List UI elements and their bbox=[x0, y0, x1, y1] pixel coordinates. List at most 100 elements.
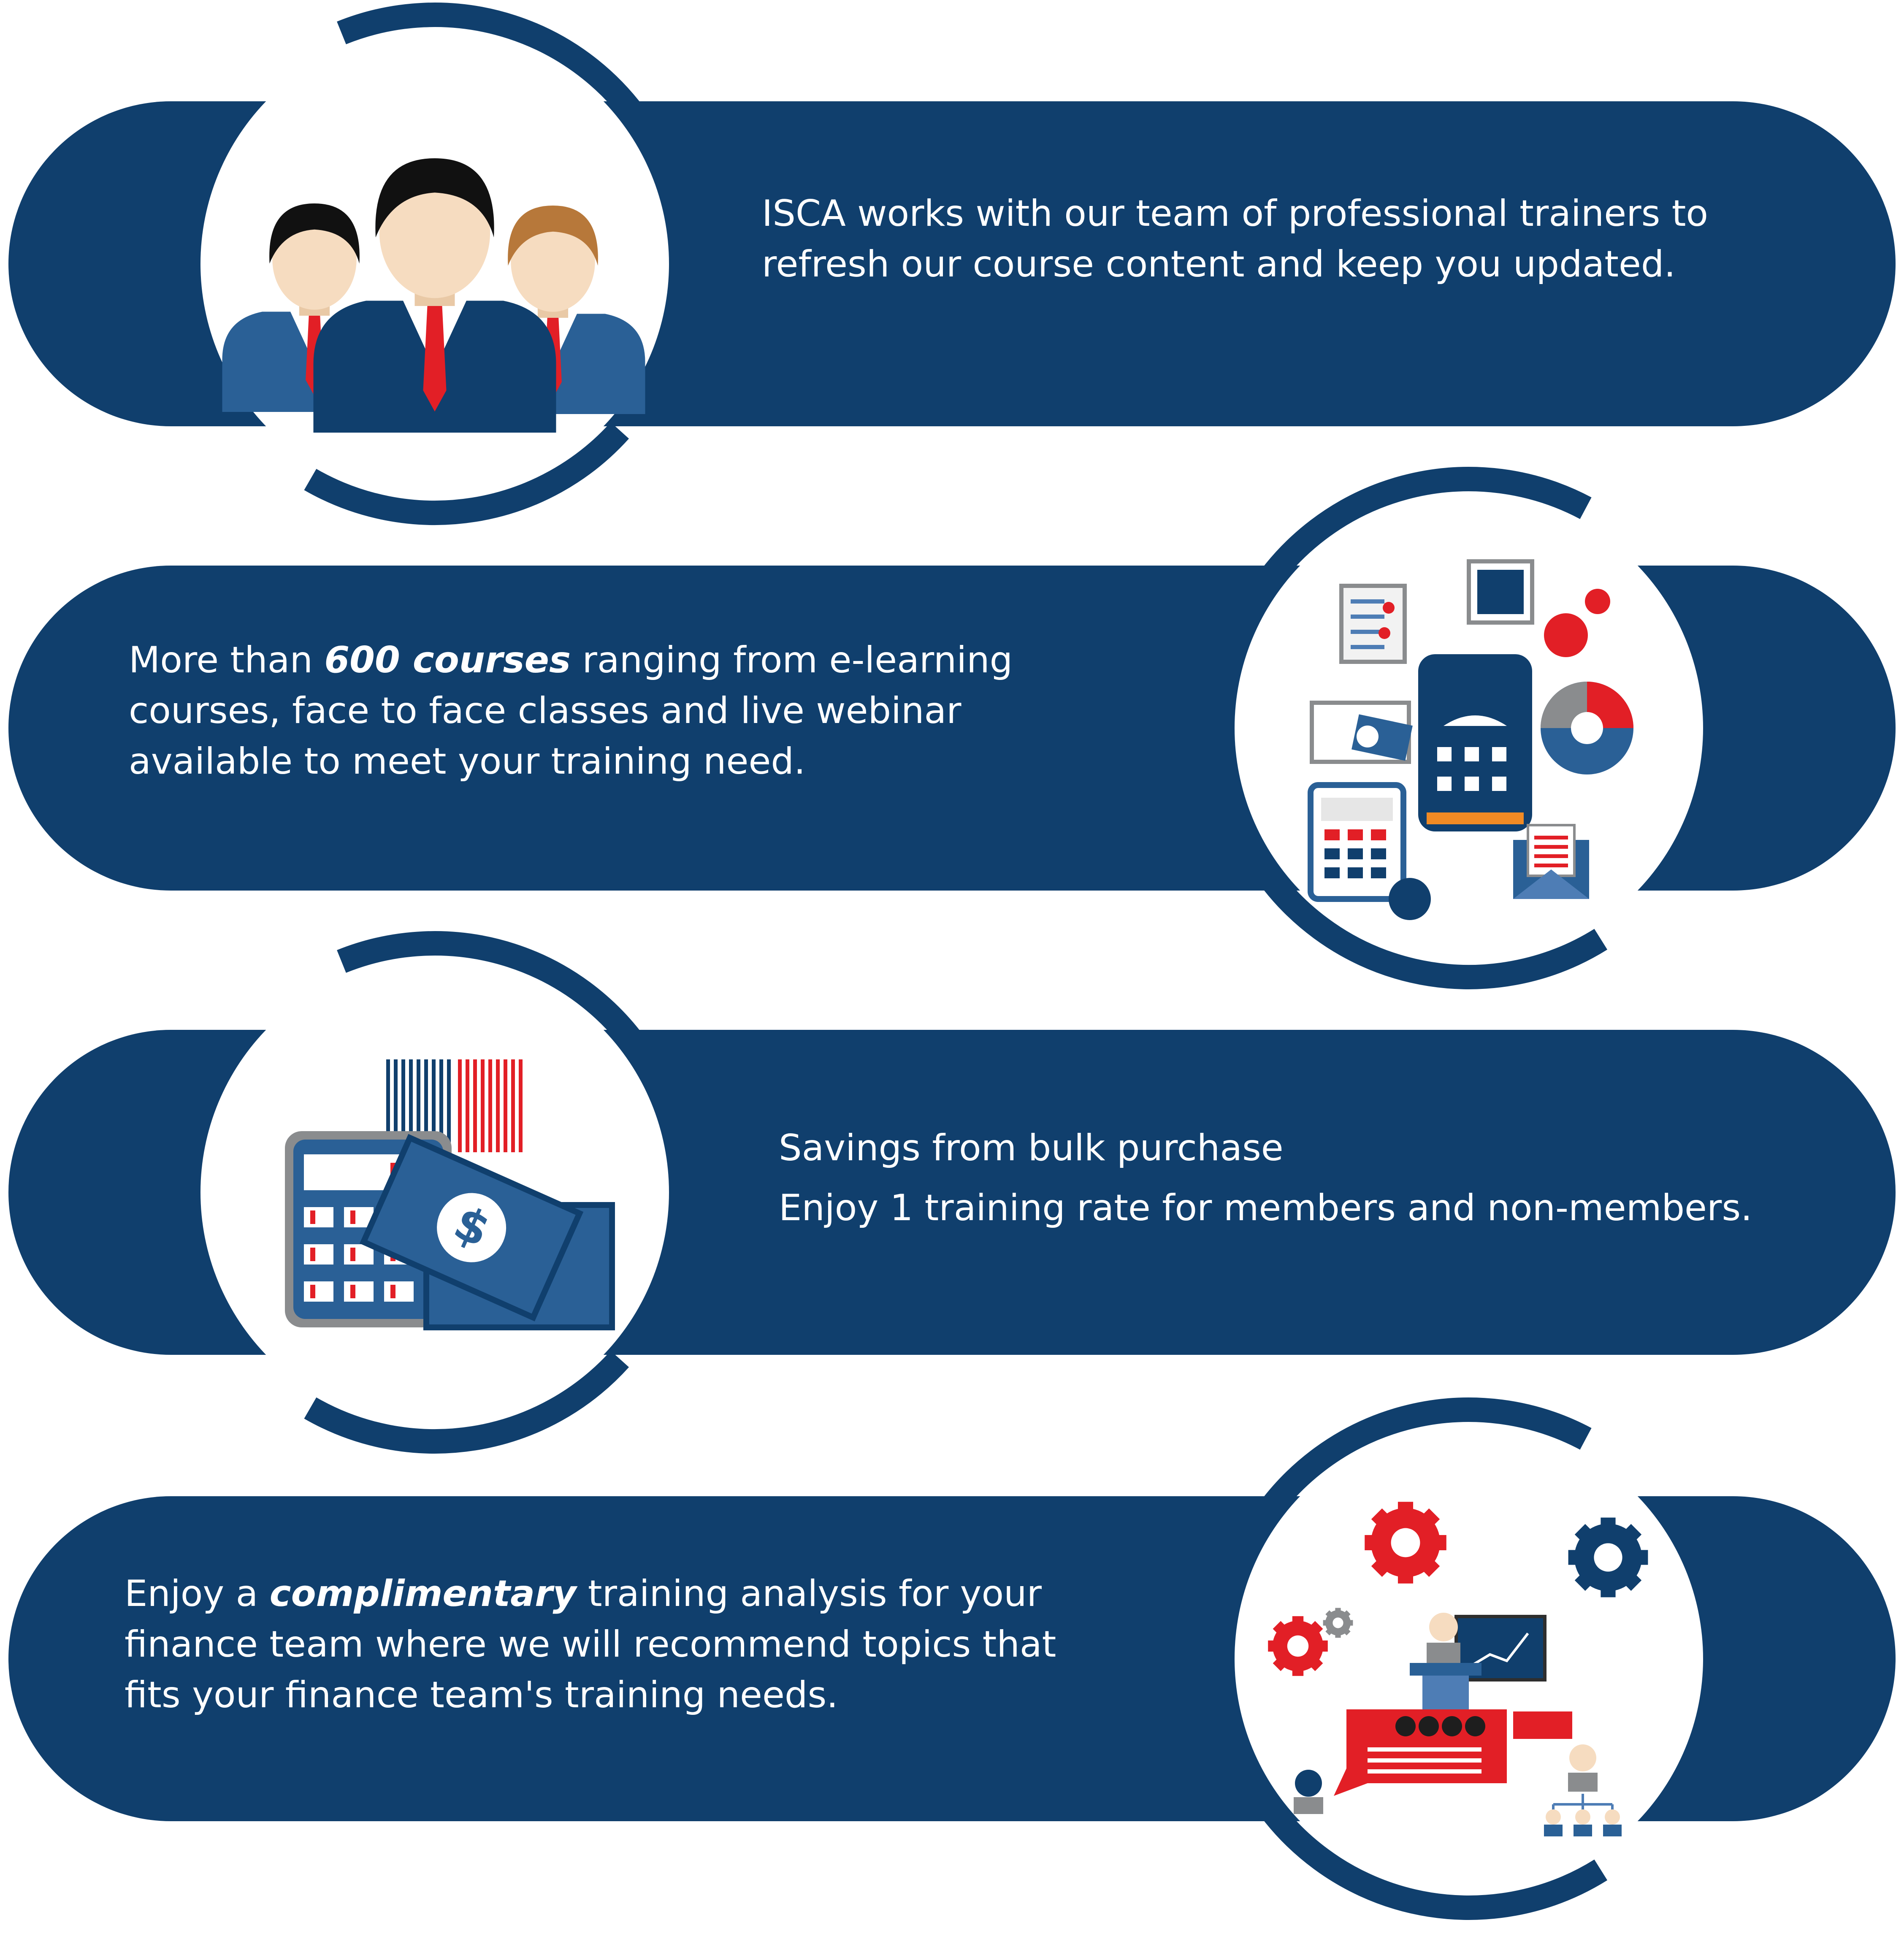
podium-top bbox=[1410, 1663, 1481, 1676]
calculator-bottom-key bbox=[1324, 848, 1340, 859]
item-2-line-3: available to meet your training need. bbox=[129, 740, 806, 783]
pie-slice-red bbox=[1587, 682, 1633, 728]
team-member-head bbox=[1546, 1809, 1561, 1825]
calculator-key-mark bbox=[350, 1210, 355, 1224]
circle-arc-4-2 bbox=[1247, 1397, 1592, 1533]
circle-arc-2-2 bbox=[1247, 467, 1592, 603]
chalkboard-graph bbox=[1468, 1633, 1529, 1668]
device-key bbox=[1437, 747, 1452, 761]
training-analysis-icon bbox=[1268, 1502, 1648, 1836]
building-left-stripe bbox=[417, 1059, 420, 1144]
calculator-key-mark bbox=[310, 1210, 315, 1224]
item-4-emphasis: complimentary bbox=[269, 1573, 577, 1615]
team-member-head bbox=[1575, 1809, 1590, 1825]
envelope-flap bbox=[1513, 869, 1589, 899]
hair bbox=[375, 158, 494, 238]
speech-tail bbox=[1334, 1768, 1368, 1796]
audience-head bbox=[1465, 1716, 1485, 1736]
pie-slice-grey bbox=[1541, 682, 1587, 728]
manager-head bbox=[1569, 1744, 1596, 1771]
device-display bbox=[1444, 715, 1507, 726]
item-2-emphasis: 600 courses bbox=[324, 639, 571, 681]
hair bbox=[269, 203, 360, 264]
gear-red-large bbox=[1365, 1502, 1446, 1584]
letter-line bbox=[1534, 845, 1568, 849]
calculator-money-icon: $ bbox=[285, 1059, 615, 1330]
audience-head bbox=[1395, 1716, 1416, 1736]
clipboard bbox=[1339, 584, 1407, 664]
item-4-line-1-pre: Enjoy a bbox=[125, 1573, 270, 1615]
circle-arc-2-1 bbox=[1247, 853, 1608, 989]
circle-arc-3-2 bbox=[304, 1351, 629, 1454]
speech-line bbox=[1368, 1747, 1481, 1752]
building-right-stripe bbox=[466, 1059, 469, 1152]
banknote-coin bbox=[1357, 726, 1379, 747]
speech-line bbox=[1368, 1769, 1481, 1774]
team-member-body bbox=[1603, 1825, 1622, 1836]
building-left-stripe bbox=[394, 1059, 398, 1144]
item-2-line-1-post: ranging from e-learning bbox=[571, 639, 1013, 681]
item-1-text: ISCA works with our team of professional… bbox=[762, 188, 1842, 290]
gear-red-left bbox=[1268, 1616, 1328, 1676]
building-left-stripe bbox=[439, 1059, 443, 1144]
team-member-body bbox=[1574, 1825, 1592, 1836]
gear-grey-small bbox=[1323, 1608, 1353, 1638]
coin-large bbox=[1544, 613, 1588, 657]
calculator-bottom-key bbox=[1371, 848, 1386, 859]
dollar-coin bbox=[1389, 878, 1431, 920]
manager-body bbox=[1568, 1773, 1598, 1792]
calculator-key bbox=[384, 1281, 414, 1302]
circle-arc-1-2 bbox=[304, 422, 629, 525]
team-of-trainers-icon bbox=[222, 158, 645, 433]
item-2-text: More than 600 courses ranging from e-lea… bbox=[129, 635, 1201, 787]
audience-head bbox=[1419, 1716, 1439, 1736]
calculator-key-mark bbox=[350, 1248, 355, 1261]
presenter-head bbox=[1429, 1613, 1458, 1641]
calculator-bottom-key bbox=[1324, 829, 1340, 840]
circle-arc-3-1 bbox=[337, 931, 656, 1067]
building-left-stripe bbox=[386, 1059, 390, 1144]
clipboard-line bbox=[1351, 599, 1384, 604]
device-key bbox=[1492, 777, 1506, 791]
globe-person-body bbox=[1294, 1797, 1323, 1814]
clipboard-line bbox=[1351, 615, 1384, 619]
building-right-stripe bbox=[504, 1059, 507, 1152]
building-right-stripe bbox=[488, 1059, 492, 1152]
hair bbox=[508, 206, 598, 266]
calculator-bottom-key bbox=[1348, 829, 1363, 840]
clipboard-line bbox=[1351, 645, 1384, 649]
calculator-bottom-key bbox=[1371, 829, 1386, 840]
coin-small bbox=[1585, 589, 1610, 614]
team-member-body bbox=[1544, 1825, 1563, 1836]
item-4-line-1: Enjoy a complimentary training analysis … bbox=[125, 1568, 1205, 1619]
building-left-stripe bbox=[424, 1059, 428, 1144]
item-3-line-2: Enjoy 1 training rate for members and no… bbox=[779, 1187, 1752, 1229]
building-left-stripe bbox=[432, 1059, 436, 1144]
team-member-head bbox=[1605, 1809, 1620, 1825]
calculator-key-mark bbox=[310, 1248, 315, 1261]
calculator-key bbox=[304, 1244, 333, 1265]
circle-arc-4-1 bbox=[1247, 1784, 1608, 1920]
letter-line bbox=[1534, 836, 1568, 839]
device-key bbox=[1492, 747, 1506, 761]
item-4-line-1-post: training analysis for your bbox=[576, 1573, 1042, 1615]
building-right-stripe bbox=[458, 1059, 462, 1152]
pie-hole bbox=[1571, 712, 1603, 744]
calculator-bottom-key bbox=[1371, 867, 1386, 878]
building-right-stripe bbox=[519, 1059, 523, 1152]
building-right-stripe bbox=[473, 1059, 477, 1152]
calculator-key bbox=[344, 1244, 374, 1265]
pin bbox=[1383, 602, 1395, 614]
calculator-key bbox=[304, 1207, 333, 1227]
calculator-key bbox=[344, 1281, 374, 1302]
pin bbox=[1379, 627, 1390, 639]
banknote-front: $ bbox=[359, 1134, 584, 1321]
building-left-stripe bbox=[409, 1059, 413, 1144]
small-calculator-face bbox=[1477, 570, 1524, 614]
banknote-dollar-circle bbox=[437, 1193, 506, 1262]
icons: $ bbox=[222, 158, 1648, 1836]
item-4-text: Enjoy a complimentary training analysis … bbox=[125, 1568, 1205, 1720]
calculator-device bbox=[1418, 654, 1532, 831]
device-key bbox=[1465, 747, 1479, 761]
